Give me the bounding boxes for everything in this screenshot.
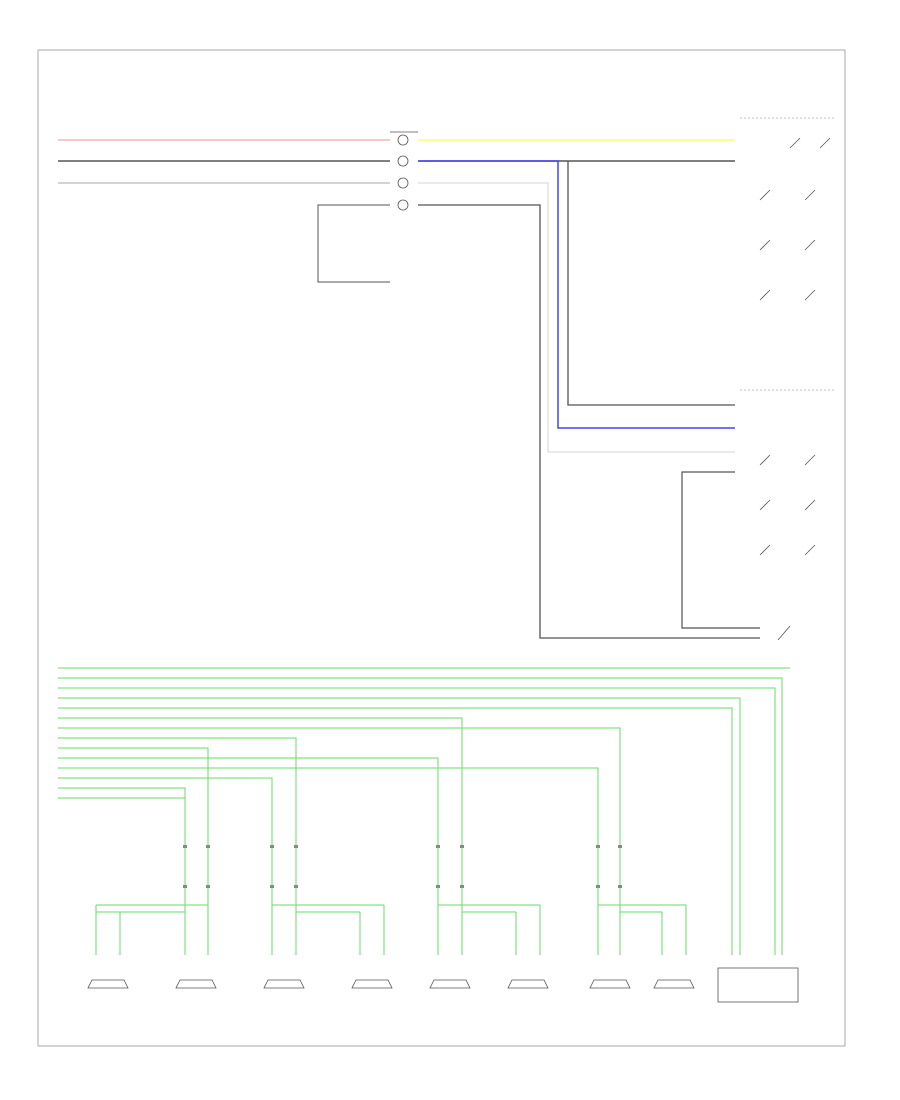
wire-lsw-ground	[681, 471, 760, 629]
harness-pins	[183, 845, 622, 888]
wire-black-branch	[567, 161, 735, 406]
left-switch-panel	[759, 454, 816, 641]
speaker-bodies	[87, 979, 695, 989]
speaker-icon	[87, 979, 129, 989]
speaker-icon	[589, 979, 631, 989]
wire-white	[418, 182, 735, 453]
page-frame	[37, 49, 846, 1047]
wire-ground-loop	[317, 204, 390, 283]
speaker-icon	[429, 979, 471, 989]
subwoofer-box	[717, 967, 799, 1003]
speaker-harness	[58, 667, 790, 955]
right-switch-panel	[740, 117, 835, 391]
speaker-icon	[653, 979, 695, 989]
wire-blue	[418, 160, 735, 429]
top-harness	[58, 131, 760, 639]
speaker-icon	[507, 979, 549, 989]
speaker-icon	[351, 979, 393, 989]
speaker-icon	[175, 979, 217, 989]
harness-connector	[390, 131, 418, 211]
wire-black-low	[418, 204, 760, 639]
speaker-icon	[263, 979, 305, 989]
